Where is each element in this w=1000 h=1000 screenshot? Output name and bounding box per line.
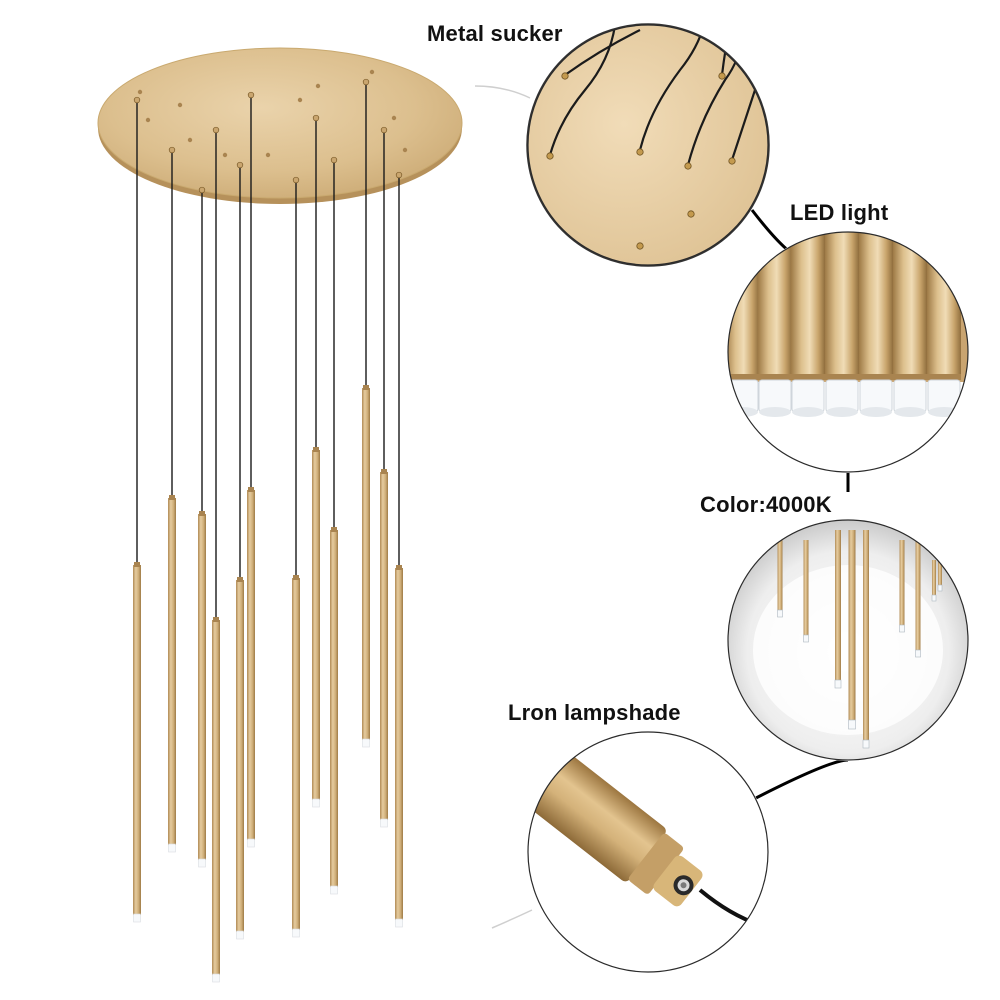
glow-rod [915,540,921,658]
callout-led-light [727,231,969,473]
pendant-tube [133,562,141,923]
pendant-tube [198,511,206,868]
pendant-tube [212,617,220,983]
glow-rod [777,540,783,618]
callout-lampshade [527,731,769,973]
pendant-tube [247,487,255,848]
glow-rod [803,540,809,643]
cord-anchor [380,126,388,134]
connector-sucker-led [750,209,791,254]
pendant-tube [292,575,300,938]
canopy-screw [369,69,375,75]
cord-anchor [395,171,403,179]
pendant-tubes [133,385,403,983]
led-tube [893,232,927,417]
canopy-screw [187,137,193,143]
label-metal-sucker: Metal sucker [427,21,563,46]
ceiling-canopy [97,47,463,204]
cord-anchor [133,96,141,104]
label-color-temperature: Color:4000K [700,492,832,517]
cord-anchor [362,78,370,86]
cord-anchor [330,156,338,164]
glow-rod [899,540,905,633]
callout-pointers [474,85,533,929]
pendant-tube [380,469,388,828]
pendant-tube [312,447,320,808]
cord-anchor [292,176,300,184]
cord-anchor [247,91,255,99]
pendant-tube [362,385,370,748]
cord-anchors [133,69,408,194]
canopy-screw [222,152,228,158]
cord-anchor [312,114,320,122]
canopy-screw [145,117,151,123]
cord-anchor [168,146,176,154]
suspension-cords [136,82,400,620]
led-tube [791,232,825,417]
pendant-tube [236,577,244,940]
led-tube [728,232,759,417]
cord-anchor [198,186,206,194]
glow-rod [848,530,856,730]
pendant-tube [168,495,176,853]
canopy-screw [265,152,271,158]
glow-rod [931,560,937,602]
pendant-tube [330,527,338,895]
pendant-tube [395,565,403,928]
label-led-light: LED light [790,200,889,225]
led-tube [758,232,792,417]
canopy-screw [402,147,408,153]
led-tube [825,232,859,417]
canopy-screw [297,97,303,103]
cord-anchor [236,161,244,169]
led-tube [859,232,893,417]
canopy-screw [137,89,143,95]
glow-rod [834,530,842,689]
connector-color-shade [751,758,849,802]
label-lampshade: Lron lampshade [508,700,681,725]
glow-rod [937,560,943,592]
led-tube [927,232,961,417]
canopy-screw [391,115,397,121]
cord-anchor [212,126,220,134]
canopy-screw [177,102,183,108]
callout-metal-sucker [526,23,770,267]
glow-rod [862,530,870,749]
canopy-screw [315,83,321,89]
callout-color-temperature [727,519,969,761]
